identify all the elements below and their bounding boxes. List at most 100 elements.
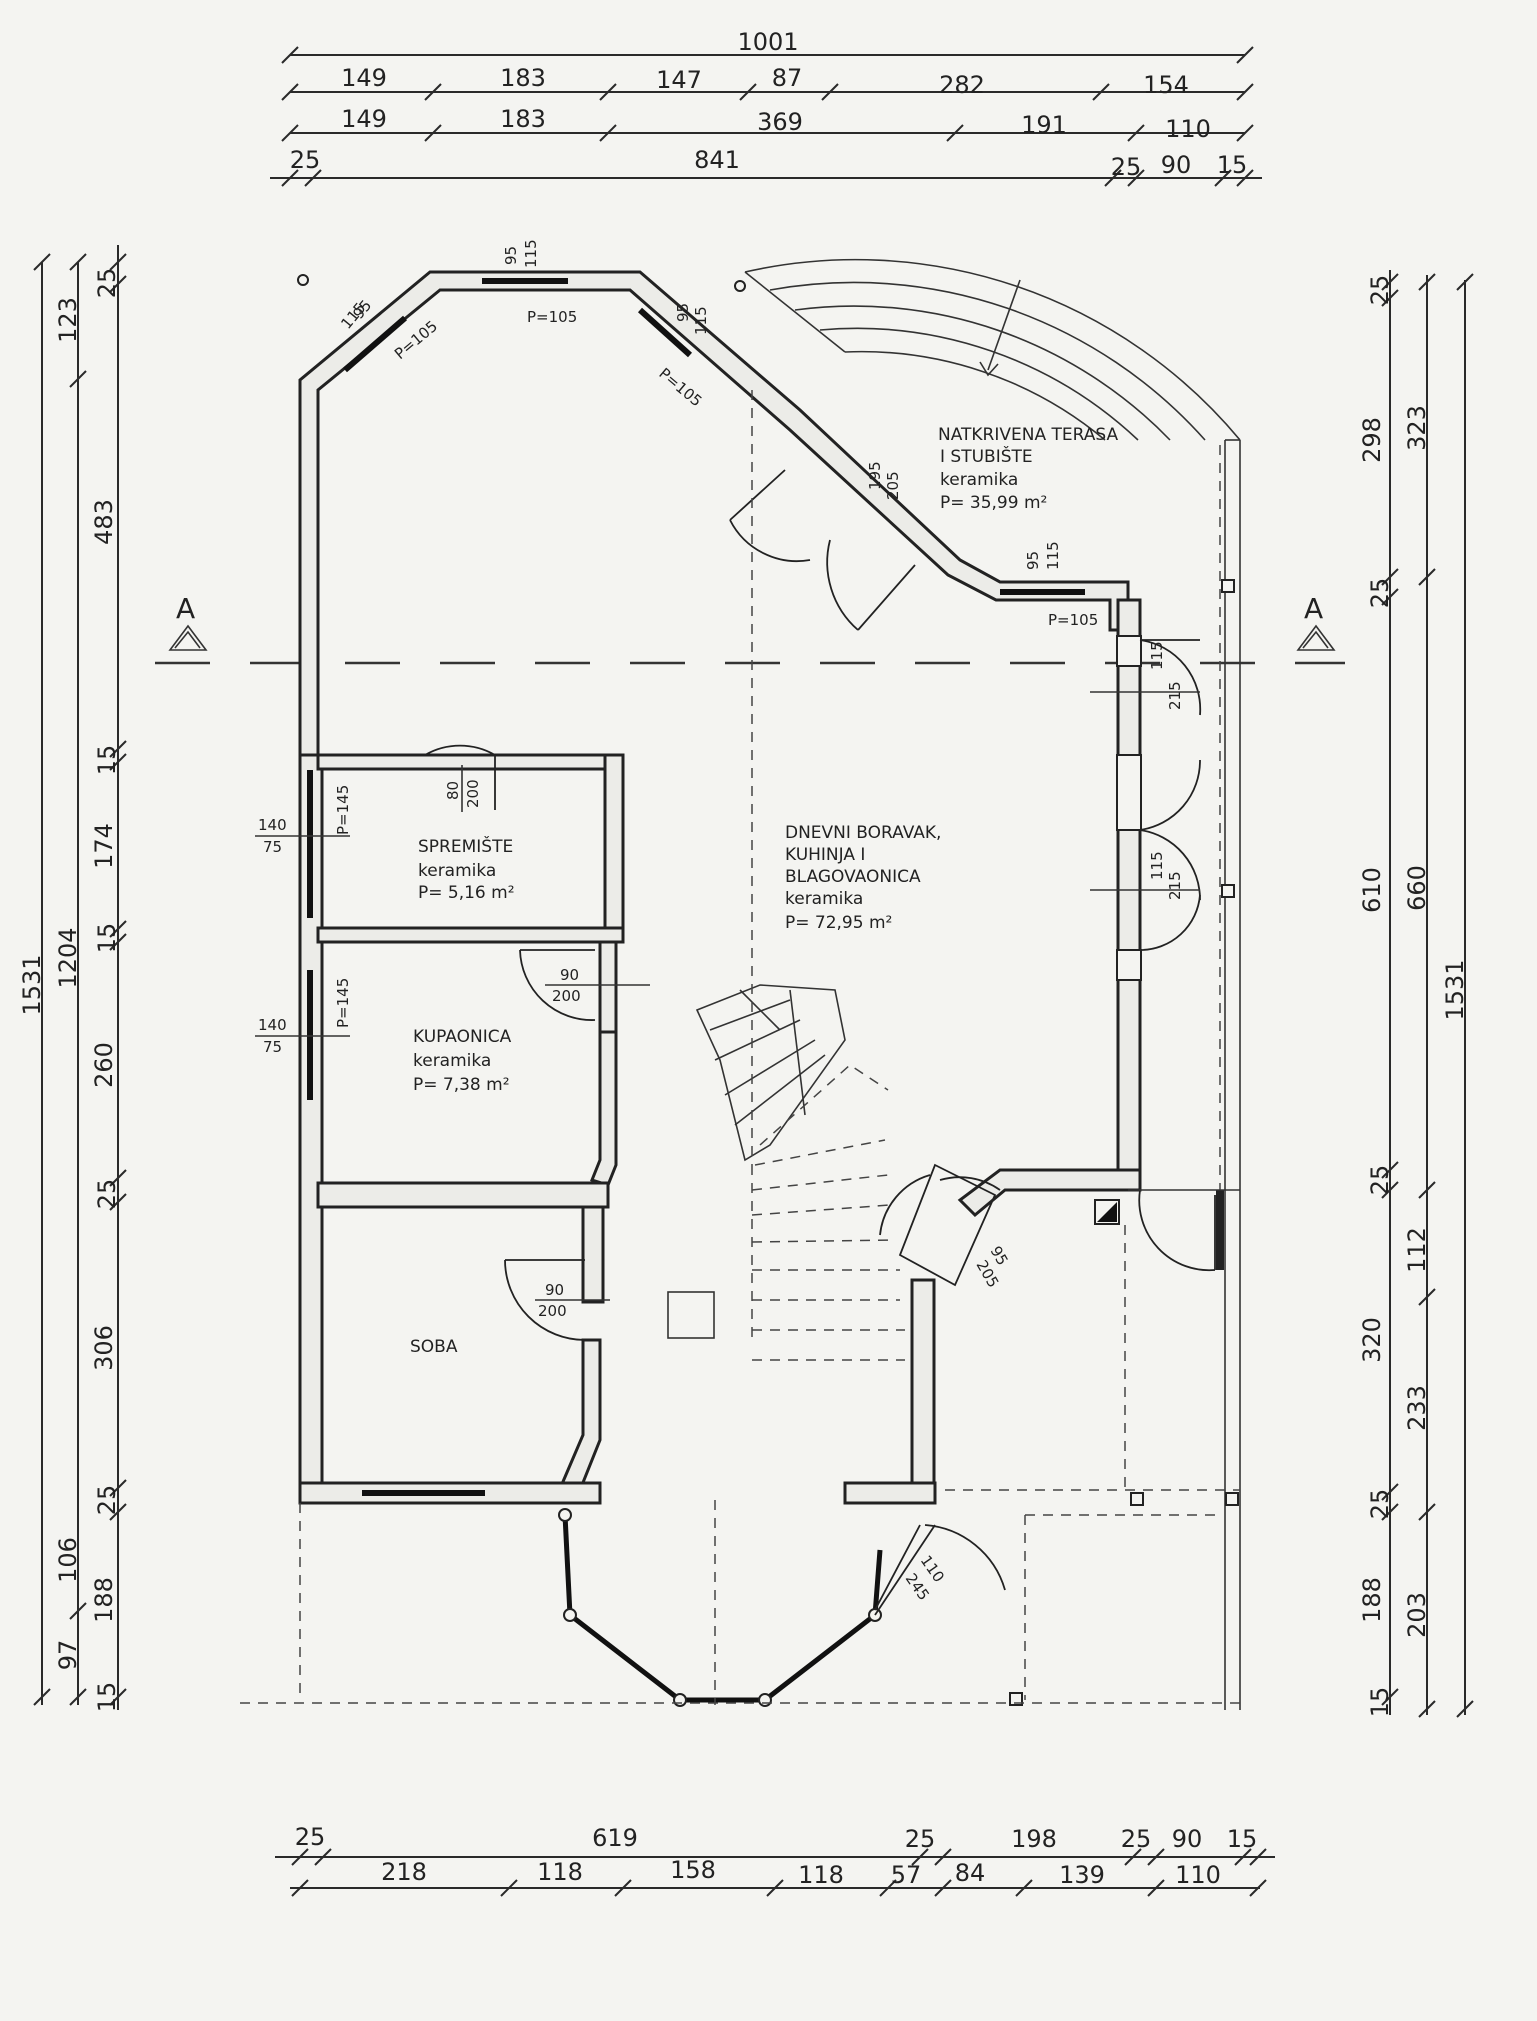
- room-living-name: DNEVNI BORAVAK,: [785, 823, 941, 843]
- label-bath-door: 200: [552, 987, 581, 1005]
- room-living-floor: keramika: [785, 889, 863, 909]
- opening-labels: 95 115 P=105 95 115 P=105 95 115 P=105 9…: [255, 239, 1200, 1604]
- label-store-win: 75: [263, 838, 282, 856]
- chimney: [667, 1291, 715, 1339]
- dim-bottom-r2: 57: [891, 1861, 922, 1889]
- wall-south-entry: [843, 1481, 937, 1505]
- label-room-door: 200: [538, 1302, 567, 1320]
- dim-top-r2: 369: [757, 108, 803, 136]
- dim-right-mid: 660: [1403, 865, 1431, 911]
- label-store-door: 200: [464, 779, 482, 808]
- dim-bottom-r2: 158: [670, 1856, 716, 1884]
- door-storage: [424, 744, 496, 756]
- label-e-door1: 215: [1166, 681, 1184, 710]
- dim-left-mid: 1204: [54, 927, 82, 988]
- dim-top-r3: 15: [1217, 151, 1248, 179]
- window-north-east: [637, 307, 693, 358]
- dim-left-part: 260: [90, 1042, 118, 1088]
- dim-left-part: 106: [54, 1537, 82, 1583]
- dim-left-part: 174: [90, 823, 118, 869]
- dim-top-r3: 90: [1161, 151, 1192, 179]
- dim-right-total: 1531: [1441, 959, 1469, 1020]
- section-marker: A A: [155, 592, 1345, 665]
- wall-storage-east: [603, 753, 625, 932]
- label-store-win-p: P=145: [334, 785, 352, 835]
- label-win-top-p: P=105: [527, 308, 577, 326]
- wall-south-east-jog: [957, 1168, 1142, 1218]
- label-win-ne-p: P=105: [655, 364, 705, 410]
- label-win-ne: 95: [674, 303, 692, 322]
- label-bath-door: 90: [560, 966, 579, 984]
- dim-right-mid: 323: [1403, 405, 1431, 451]
- dim-right-part: 25: [1366, 578, 1394, 609]
- dim-bottom-r1: 90: [1172, 1825, 1203, 1853]
- dim-bottom-r1: 25: [1121, 1825, 1152, 1853]
- room-terrace-area: P= 35,99 m²: [940, 493, 1047, 513]
- dim-bottom-r1: 25: [295, 1823, 326, 1851]
- dim-top-r3: 841: [694, 146, 740, 174]
- door-east-1b: [1139, 829, 1201, 901]
- dim-top-r1: 183: [500, 64, 546, 92]
- label-e-door1: 115: [1148, 641, 1166, 670]
- door-entry: [924, 1524, 1006, 1591]
- dim-left-part: 15: [93, 923, 121, 954]
- wall-room-east: [581, 1205, 605, 1304]
- room-living-name3: BLAGOVAONICA: [785, 867, 921, 887]
- door-room: [504, 1259, 586, 1341]
- dim-bottom-r1: 619: [592, 1824, 638, 1852]
- dim-bottom-r1: 25: [905, 1825, 936, 1853]
- dim-right-part: 203: [1403, 1592, 1431, 1638]
- dim-bottom-r1: 198: [1011, 1825, 1057, 1853]
- dim-right-part: 112: [1403, 1227, 1431, 1273]
- bottom-dimensions: 25 619 25 198 25 90 15 218 118 158 118 5…: [275, 1823, 1275, 1897]
- interior-stairs: [240, 390, 1245, 1705]
- dim-top-r2: 191: [1021, 111, 1067, 139]
- label-win-top: 95: [502, 246, 520, 265]
- dim-top-r1: 147: [656, 66, 702, 94]
- dim-right-part: 15: [1366, 1687, 1394, 1718]
- room-terrace-floor: keramika: [940, 470, 1018, 490]
- wall-bath-south: [316, 1181, 610, 1209]
- section-arrow-icon: [168, 624, 208, 651]
- room-bath-name: KUPAONICA: [413, 1027, 512, 1047]
- dim-left-total: 1531: [18, 954, 46, 1015]
- dim-top-r3: 25: [1111, 153, 1142, 181]
- room-living-area: P= 72,95 m²: [785, 913, 892, 933]
- dim-bottom-r2: 110: [1175, 1861, 1221, 1889]
- label-win-e: 95: [1024, 551, 1042, 570]
- dim-left-part: 97: [54, 1640, 82, 1671]
- dim-left-part: 306: [90, 1325, 118, 1371]
- wall-storage-north: [316, 753, 625, 771]
- dim-right-part: 25: [1366, 1165, 1394, 1196]
- dim-left-part: 15: [93, 1682, 121, 1713]
- room-bath-floor: keramika: [413, 1051, 491, 1071]
- dim-right-part: 188: [1358, 1577, 1386, 1623]
- label-room-door: 90: [545, 1281, 564, 1299]
- dim-top-r2: 183: [500, 105, 546, 133]
- label-e-door2: 215: [1166, 871, 1184, 900]
- room-bath-area: P= 7,38 m²: [413, 1075, 510, 1095]
- terrace-stairs: [744, 258, 1241, 1710]
- wall-east: [1116, 598, 1142, 1185]
- dim-top-r2: 149: [341, 105, 387, 133]
- doors: [424, 469, 1224, 1616]
- room-storage-name: SPREMIŠTE: [418, 835, 513, 857]
- dim-top-r1: 87: [772, 64, 803, 92]
- dim-bottom-r2: 118: [798, 1861, 844, 1889]
- door-bathroom: [519, 949, 596, 1021]
- dim-left-part: 483: [90, 499, 118, 545]
- dim-top-r1: 282: [939, 71, 985, 99]
- dim-right-part: 25: [1366, 1489, 1394, 1520]
- left-dimensions: 1531 1204 25 123 483 15 174 15 260 25 30…: [18, 245, 127, 1713]
- dim-bottom-r2: 218: [381, 1858, 427, 1886]
- label-door-ter: 195: [866, 461, 884, 490]
- room-terrace-name2: I STUBIŠTE: [940, 445, 1033, 467]
- dim-right-part: 298: [1358, 417, 1386, 463]
- dim-left-part: 25: [93, 1179, 121, 1210]
- dim-left-part: 123: [54, 297, 82, 343]
- room-terrace-name: NATKRIVENA TERASA: [938, 425, 1118, 445]
- door-east-1: [1139, 639, 1202, 716]
- label-store-door: 80: [444, 781, 462, 800]
- label-win-top: 115: [522, 239, 540, 268]
